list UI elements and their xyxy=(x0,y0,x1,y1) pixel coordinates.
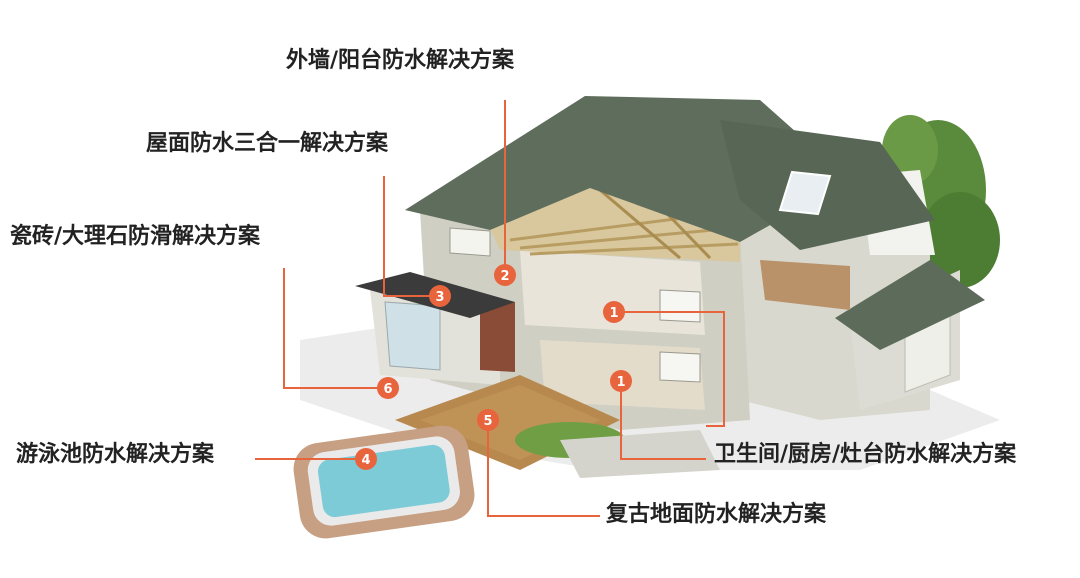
marker-5: 5 xyxy=(477,409,499,431)
marker-6-number: 6 xyxy=(383,382,392,397)
skylight xyxy=(778,170,832,216)
marker-4-number: 4 xyxy=(361,453,370,468)
marker-1a-number: 1 xyxy=(609,306,618,321)
lower-window xyxy=(659,351,701,383)
label-tile-marble-antislip: 瓷砖/大理石防滑解决方案 xyxy=(10,224,261,249)
marker-2-number: 2 xyxy=(500,269,509,284)
label-bath-kitchen-stove: 卫生间/厨房/灶台防水解决方案 xyxy=(714,442,1017,467)
leader-line-1a xyxy=(614,311,725,427)
marker-1b-number: 1 xyxy=(616,375,625,390)
upper-room-cutaway xyxy=(520,250,705,335)
leader-line-3 xyxy=(383,176,440,297)
marker-3-number: 3 xyxy=(435,290,444,305)
marker-2: 2 xyxy=(494,264,516,286)
marker-1-kitchen: 1 xyxy=(610,370,632,392)
label-exterior-wall-balcony: 外墙/阳台防水解决方案 xyxy=(286,48,515,73)
garage xyxy=(835,260,985,410)
foundation-cutaway xyxy=(560,430,720,478)
marker-3: 3 xyxy=(429,285,451,307)
leader-line-6 xyxy=(283,268,388,389)
marker-4: 4 xyxy=(355,448,377,470)
marker-5-number: 5 xyxy=(483,414,492,429)
right-attic-cutaway xyxy=(760,260,850,310)
upper-window xyxy=(659,289,701,323)
leader-lines xyxy=(255,100,725,517)
label-retro-floor: 复古地面防水解决方案 xyxy=(606,502,827,527)
leader-line-1b xyxy=(620,381,706,460)
swimming-pool xyxy=(293,425,475,539)
wall-window-left xyxy=(449,227,491,257)
leader-line-5 xyxy=(487,420,600,517)
label-roof-three-in-one: 屋面防水三合一解决方案 xyxy=(146,131,389,156)
label-pool: 游泳池防水解决方案 xyxy=(16,442,215,467)
marker-1-bathroom: 1 xyxy=(603,301,625,323)
marker-6: 6 xyxy=(377,377,399,399)
